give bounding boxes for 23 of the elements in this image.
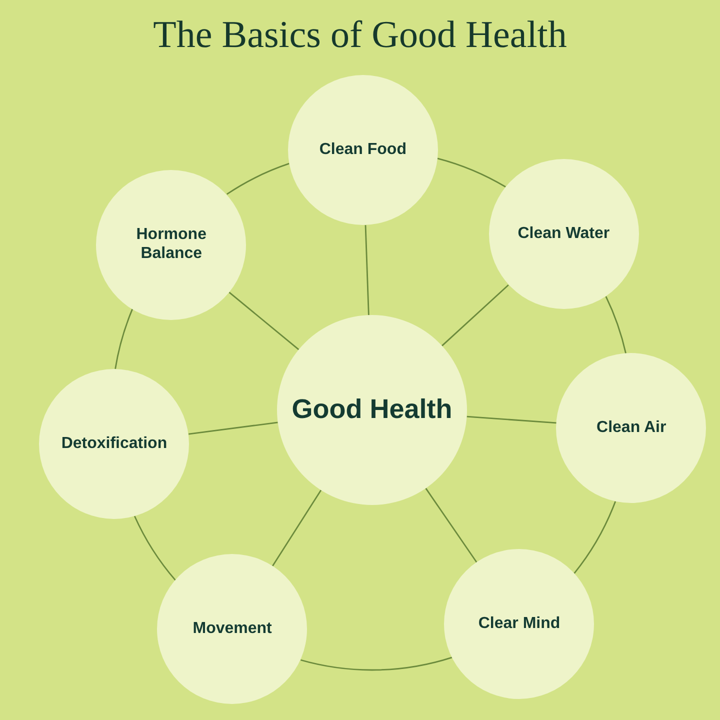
- node-label: Hormone Balance: [135, 226, 208, 263]
- ring-arc: [605, 296, 626, 354]
- connector-line: [364, 225, 370, 316]
- node-label: Detoxification: [61, 434, 168, 454]
- connector-line: [442, 284, 509, 346]
- node-label: Clean Air: [596, 418, 666, 438]
- node-label: Movement: [192, 620, 272, 638]
- ring-arc: [226, 162, 290, 195]
- connector-line: [466, 416, 557, 424]
- connector-line: [272, 490, 322, 566]
- node-label: Good Health: [292, 393, 452, 426]
- ring-arc: [300, 656, 452, 670]
- ring-arc: [114, 308, 134, 370]
- ring-arc: [437, 158, 506, 188]
- connector-line: [188, 422, 278, 435]
- connector-line: [425, 488, 478, 563]
- node-label: Clean Water: [518, 225, 610, 244]
- connector-line: [228, 292, 300, 350]
- ring-arc: [574, 501, 616, 574]
- node-label: Clean Food: [319, 140, 406, 160]
- node-label: Clear Mind: [478, 615, 560, 634]
- diagram-title: The Basics of Good Health: [153, 13, 567, 58]
- ring-arc: [134, 516, 176, 581]
